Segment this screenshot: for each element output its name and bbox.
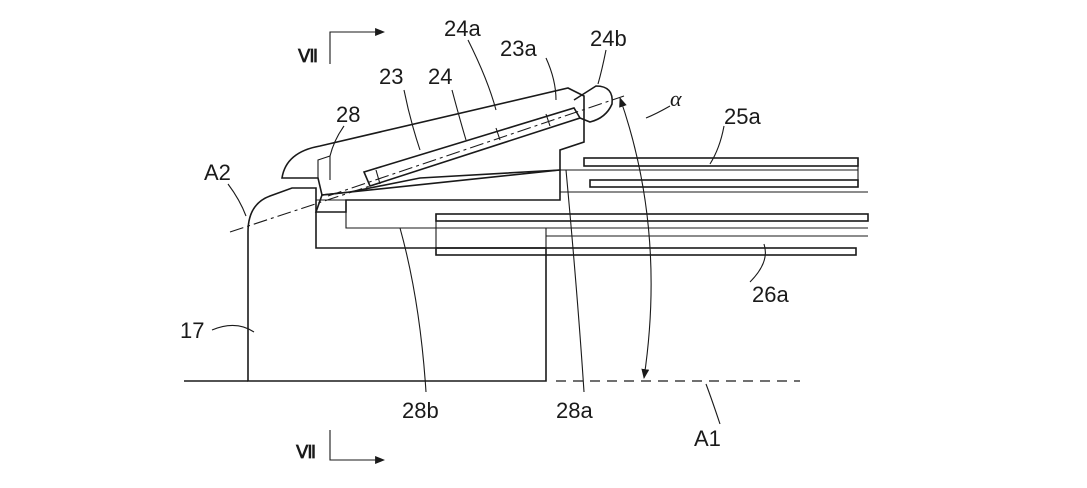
label-24b: 24b bbox=[590, 26, 627, 51]
label-24a: 24a bbox=[444, 16, 481, 41]
label-24: 24 bbox=[428, 64, 452, 89]
label-26a: 26a bbox=[752, 282, 789, 307]
label-28b: 28b bbox=[402, 398, 439, 423]
label-A2: A2 bbox=[204, 160, 231, 185]
axis-A2-line bbox=[230, 186, 370, 232]
inclined-member-28 bbox=[282, 88, 584, 195]
label-alpha: α bbox=[670, 86, 682, 111]
section-label-top: Ⅶ bbox=[297, 46, 318, 66]
section-mark-bottom: Ⅶ bbox=[295, 430, 384, 462]
tube-25a bbox=[560, 158, 868, 192]
label-28a: 28a bbox=[556, 398, 593, 423]
label-23a: 23a bbox=[500, 36, 537, 61]
label-28: 28 bbox=[336, 102, 360, 127]
section-mark-top: Ⅶ bbox=[297, 32, 384, 66]
tube-26a bbox=[436, 214, 868, 255]
label-A1: A1 bbox=[694, 426, 721, 451]
label-25a: 25a bbox=[724, 104, 761, 129]
angle-alpha-arc bbox=[620, 98, 651, 378]
section-label-bottom: Ⅶ bbox=[295, 442, 316, 462]
main-body-17 bbox=[248, 188, 546, 381]
label-23: 23 bbox=[379, 64, 403, 89]
leader-lines bbox=[212, 40, 765, 424]
label-17: 17 bbox=[180, 318, 204, 343]
